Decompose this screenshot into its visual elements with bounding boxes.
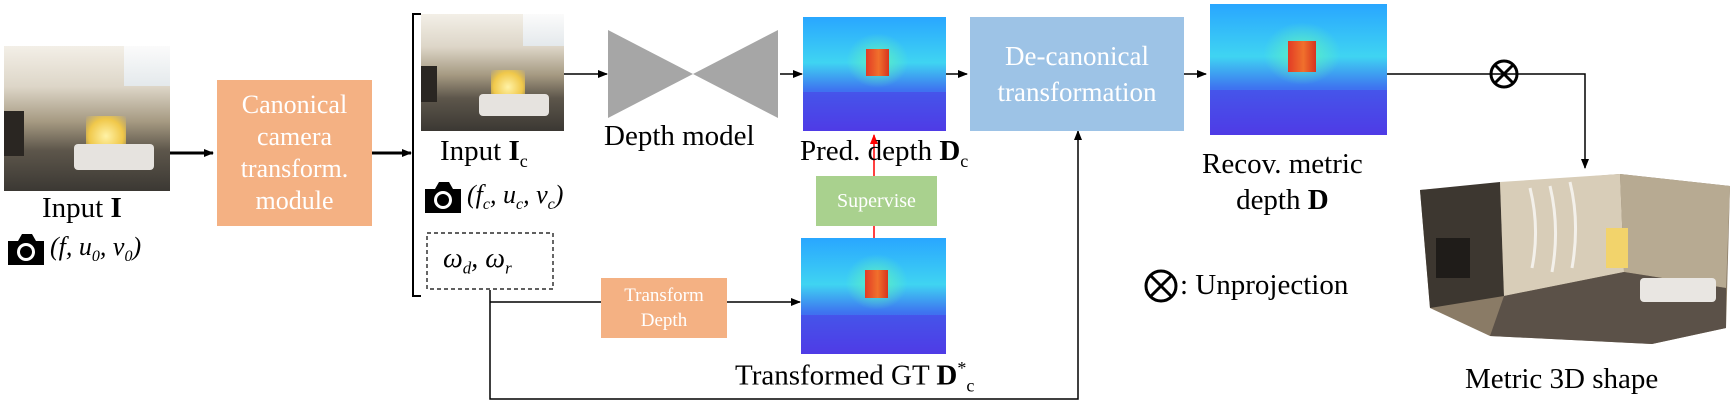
transform-depth-box: Transform Depth [601,278,727,338]
input-label: Input I [42,192,122,224]
pred-depth-label: Pred. depth Dc [800,135,969,171]
omega-box [426,232,554,290]
omega-label: ωd, ωr [443,243,512,278]
input-c-camera: (fc, uc, vc) [421,176,563,218]
recov-depth-map [1210,4,1387,135]
pred-depth-map [803,17,946,131]
bracket [412,13,421,297]
depth-model-bowtie [608,30,778,118]
otimes-legend-icon [1144,269,1178,303]
gt-depth-label: Transformed GT D*c [735,358,975,396]
input-c-image [421,14,564,131]
supervise-box: Supervise [816,176,937,226]
camera-icon [425,182,461,213]
metric-3d-shape [1420,168,1730,348]
otimes-icon [1489,59,1519,89]
input-image [4,46,170,191]
line-omega-down [489,130,1082,400]
camera-icon [8,234,44,265]
depth-model-label: Depth model [604,120,755,152]
metric-3d-label: Metric 3D shape [1465,363,1659,395]
recov-label: Recov. metric depth D [1202,148,1363,216]
gt-depth-map [801,238,946,354]
input-c-label: Input Ic [440,135,528,171]
unprojection-legend: : Unprojection [1180,269,1349,301]
canonical-camera-module: Canonical camera transform. module [217,80,372,226]
arrow-to-3d-shape [1387,73,1589,169]
decanonical-box: De-canonical transformation [970,17,1184,131]
input-camera: (f, u0, v0) [4,228,141,270]
